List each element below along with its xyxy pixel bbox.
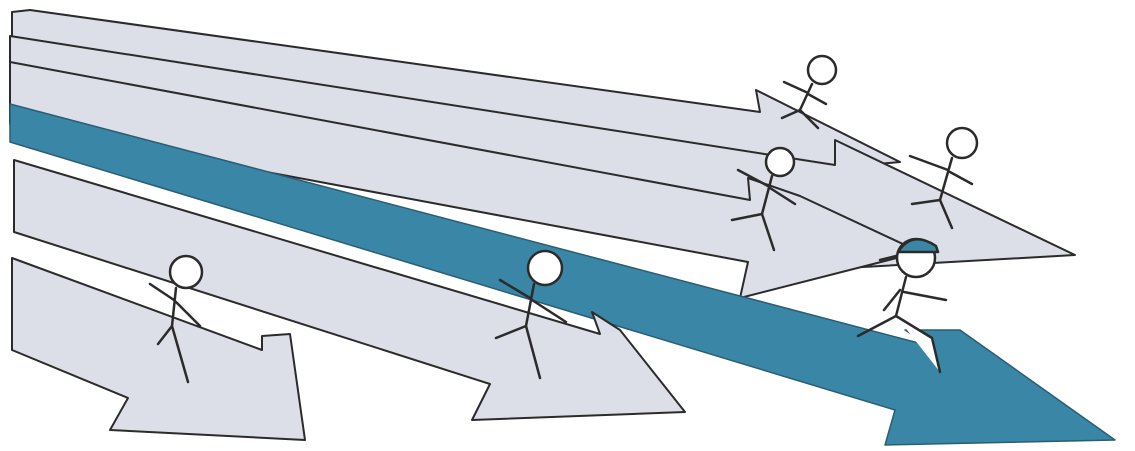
race-arrows-illustration	[0, 0, 1135, 451]
